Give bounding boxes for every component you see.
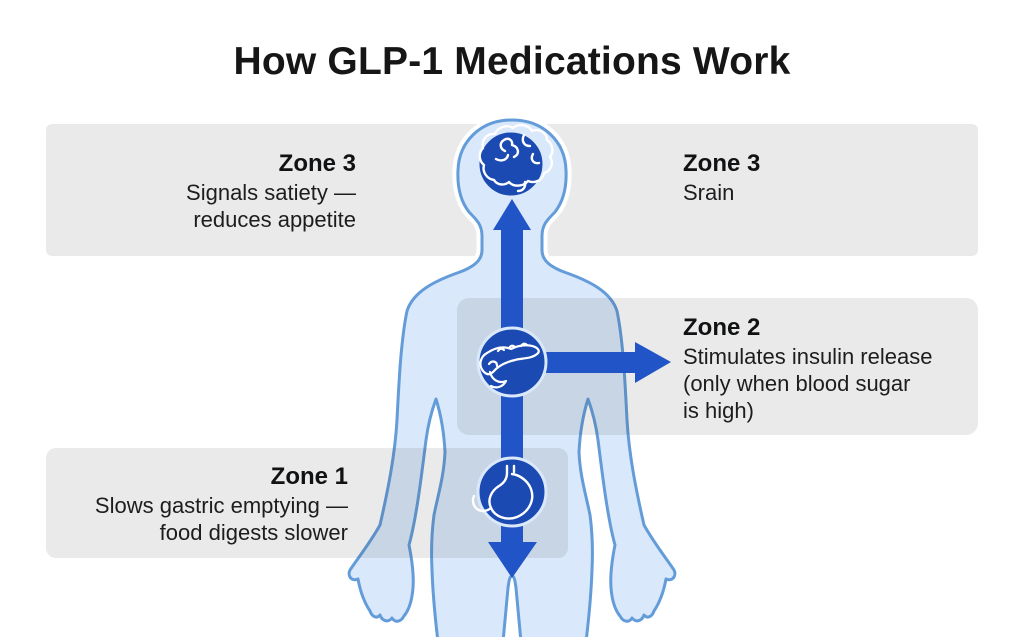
zone1-line: food digests slower bbox=[159, 520, 348, 545]
pancreas-icon bbox=[479, 342, 540, 389]
zone2-label: Zone 2 Stimulates insulin release (only … bbox=[683, 313, 932, 424]
pancreas-node bbox=[476, 326, 548, 398]
zone3-right-heading: Zone 3 bbox=[683, 150, 761, 177]
zone1-line: Slows gastric emptying — bbox=[94, 493, 348, 518]
zone2-line: Stimulates insulin release bbox=[683, 344, 933, 369]
zone3-left-line: Signals satiety — bbox=[186, 180, 356, 205]
stomach-icon bbox=[471, 464, 534, 520]
organ-nodes bbox=[471, 123, 554, 528]
zone2-line: is high) bbox=[683, 398, 754, 423]
page-title: How GLP-1 Medications Work bbox=[233, 40, 791, 83]
right-arrow-icon bbox=[512, 342, 671, 383]
zone3-left-line: reduces appetite bbox=[193, 207, 356, 232]
brain-node bbox=[476, 123, 554, 199]
zone3-right-label: Zone 3 Srain bbox=[683, 149, 760, 206]
zone2-heading: Zone 2 bbox=[683, 314, 761, 341]
zone1-heading: Zone 1 bbox=[270, 463, 348, 490]
zone1-label: Zone 1 Slows gastric emptying — food dig… bbox=[95, 462, 348, 546]
zone2-line: (only when blood sugar bbox=[683, 371, 911, 396]
zone1-band bbox=[46, 448, 568, 558]
zone3-left-label: Zone 3 Signals satiety — reduces appetit… bbox=[186, 149, 356, 233]
brain-icon bbox=[478, 123, 554, 193]
stomach-node bbox=[471, 456, 548, 528]
zone3-right-line: Srain bbox=[683, 180, 735, 205]
zone3-left-heading: Zone 3 bbox=[278, 150, 356, 177]
zone2-band bbox=[457, 298, 978, 435]
